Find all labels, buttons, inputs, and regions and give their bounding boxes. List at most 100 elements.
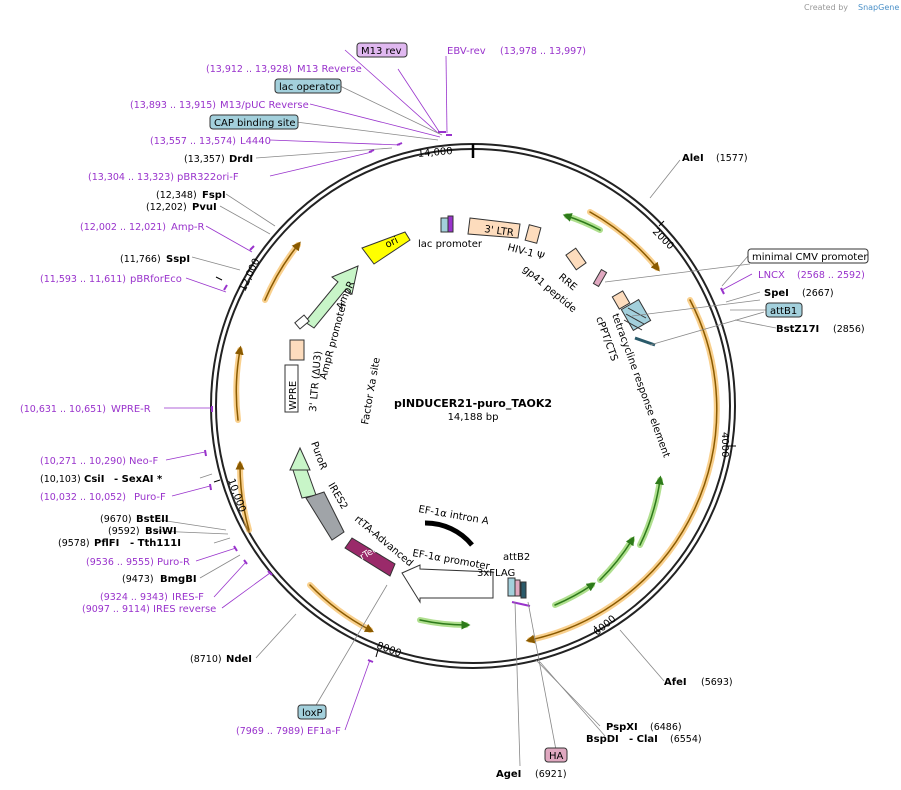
- box-ha: HA: [549, 751, 564, 762]
- primer-ires-f: IRES-F: [172, 592, 204, 603]
- primer-neo-f-pos: (10,271 .. 10,290): [40, 456, 126, 467]
- primer-pbr322ori-pos: (13,304 .. 13,323): [88, 172, 174, 183]
- enzyme-afei-pos: (5693): [701, 677, 733, 688]
- tick-4000: 4000: [719, 432, 730, 457]
- primer-ires-f-pos: (9324 .. 9343): [100, 592, 168, 603]
- primer-ebv-rev: EBV-rev: [447, 46, 486, 57]
- enzyme-bspdi: BspDI: [586, 734, 619, 745]
- enzyme-pflfi: PflFI: [94, 538, 119, 549]
- enzyme-agei-pos: (6921): [535, 769, 567, 780]
- snapgene-brand: SnapGene: [858, 3, 899, 12]
- enzyme-bsteii-pos: (9670): [100, 514, 132, 525]
- enzyme-clai: - ClaI: [629, 734, 658, 745]
- enzyme-ndei: NdeI: [226, 654, 252, 665]
- primer-l4440: L4440: [240, 136, 271, 147]
- box-lac-operator: lac operator: [279, 82, 340, 93]
- enzyme-pflfi-pos: (9578): [58, 538, 90, 549]
- primer-l4440-pos: (13,557 .. 13,574): [150, 136, 236, 147]
- enzyme-alei: AleI: [682, 153, 704, 164]
- primer-lncx-pos: (2568 .. 2592): [797, 270, 865, 281]
- tick-8000: 8000: [375, 640, 403, 659]
- label-wpre: WPRE: [288, 381, 299, 410]
- enzyme-drdi-pos: (13,357): [184, 154, 225, 165]
- credit-text: Created by: [804, 3, 848, 12]
- enzyme-pvui-pos: (12,202): [146, 202, 187, 213]
- enzyme-bstz17i-pos: (2856): [833, 324, 865, 335]
- label-hiv-psi: HIV-1 Ψ: [506, 242, 545, 262]
- primer-pbrforeco-pos: (11,593 .. 11,611): [40, 274, 126, 285]
- primer-labels: (13,912 .. 13,928) M13 Reverse EBV-rev (…: [20, 46, 865, 737]
- box-loxp: loxP: [302, 708, 323, 719]
- boxed-labels: M13 rev lac operator CAP binding site mi…: [209, 42, 869, 763]
- primer-ebv-rev-pos: (13,978 .. 13,997): [500, 46, 586, 57]
- enzyme-bmgbi: BmgBI: [160, 574, 197, 585]
- inner-features: [284, 215, 656, 607]
- tick-14000: 14,000: [417, 146, 453, 160]
- primer-puro-r: Puro-R: [157, 557, 190, 568]
- primer-pbr322ori: pBR322ori-F: [177, 172, 239, 183]
- primer-m13puc: M13/pUC Reverse: [220, 100, 309, 111]
- primer-neo-f: Neo-F: [129, 456, 159, 467]
- enzyme-pspxi-pos: (6486): [650, 722, 682, 733]
- label-lac-promoter: lac promoter: [418, 239, 483, 250]
- label-3xflag: 3xFLAG: [477, 568, 515, 579]
- primer-ampr-pos: (12,002 .. 12,021): [80, 222, 166, 233]
- enzyme-sspi: SspI: [166, 254, 190, 265]
- primer-ires-reverse: IRES reverse: [153, 604, 216, 615]
- enzyme-drdi: DrdI: [229, 154, 253, 165]
- enzyme-csii: CsiI: [84, 474, 104, 485]
- enzyme-bsteii: BstEII: [136, 514, 169, 525]
- enzyme-alei-pos: (1577): [716, 153, 748, 164]
- enzyme-bstz17i: BstZ17I: [776, 324, 819, 335]
- enzyme-spei: SpeI: [764, 288, 789, 299]
- enzyme-pspxi: PspXI: [606, 722, 638, 733]
- enzyme-spei-pos: (2667): [802, 288, 834, 299]
- enzyme-pvui: PvuI: [192, 202, 217, 213]
- primer-ampr: Amp-R: [171, 222, 205, 233]
- box-min-cmv: minimal CMV promoter: [752, 252, 868, 263]
- tick-12000: 12,000: [238, 257, 263, 293]
- orf-arcs: [233, 209, 720, 644]
- primer-ires-reverse-pos: (9097 .. 9114): [82, 604, 150, 615]
- primer-pbrforeco: pBRforEco: [130, 274, 182, 285]
- label-puror: PuroR: [308, 440, 328, 471]
- box-m13rev: M13 rev: [361, 46, 402, 57]
- primer-ef1a-f: EF1a-F: [307, 726, 341, 737]
- enzyme-ndei-pos: (8710): [190, 654, 222, 665]
- primer-marks: [204, 131, 725, 663]
- primer-lncx: LNCX: [758, 270, 785, 281]
- label-ori: ori: [384, 235, 400, 250]
- enzyme-csii-pos: (10,103): [40, 474, 81, 485]
- label-attb2: attB2: [503, 552, 530, 563]
- primer-puro-f: Puro-F: [134, 492, 166, 503]
- enzyme-bspdi-pos: (6554): [670, 734, 702, 745]
- label-factor-xa: Factor Xa site: [360, 357, 383, 426]
- primer-puro-r-pos: (9536 .. 9555): [86, 557, 154, 568]
- enzyme-bsiwi: BsiWI: [145, 526, 177, 537]
- box-cap-site: CAP binding site: [214, 118, 296, 129]
- primer-puro-f-pos: (10,032 .. 10,052): [40, 492, 126, 503]
- label-3ltr: 3' LTR: [484, 224, 515, 239]
- leader-lines: [155, 49, 777, 767]
- enzyme-fspi: FspI: [202, 190, 226, 201]
- primer-m13puc-pos: (13,893 .. 13,915): [130, 100, 216, 111]
- enzyme-fspi-pos: (12,348): [156, 190, 197, 201]
- enzyme-bsiwi-pos: (9592): [108, 526, 140, 537]
- label-tre: tetracycline response element: [609, 312, 671, 459]
- enzyme-labels: AleI (1577) SpeI (2667) BstZ17I (2856) A…: [40, 153, 865, 780]
- enzyme-bmgbi-pos: (9473): [122, 574, 154, 585]
- enzyme-tth111i: - Tth111I: [130, 538, 181, 549]
- enzyme-afei: AfeI: [664, 677, 687, 688]
- primer-ef1a-f-pos: (7969 .. 7989): [236, 726, 304, 737]
- primer-m13-reverse-pos: (13,912 .. 13,928): [206, 64, 292, 75]
- primer-m13-reverse: M13 Reverse: [297, 64, 362, 75]
- enzyme-sspi-pos: (11,766): [120, 254, 161, 265]
- plasmid-length: 14,188 bp: [448, 412, 499, 423]
- primer-wpre-r-pos: (10,631 .. 10,651): [20, 404, 106, 415]
- plasmid-name: pINDUCER21-puro_TAOK2: [394, 397, 552, 410]
- tick-2000: 2000: [650, 226, 676, 252]
- box-attb1: attB1: [770, 306, 797, 317]
- primer-wpre-r: WPRE-R: [111, 404, 151, 415]
- label-3ltr-du3: 3' LTR (ΔU3): [308, 350, 324, 412]
